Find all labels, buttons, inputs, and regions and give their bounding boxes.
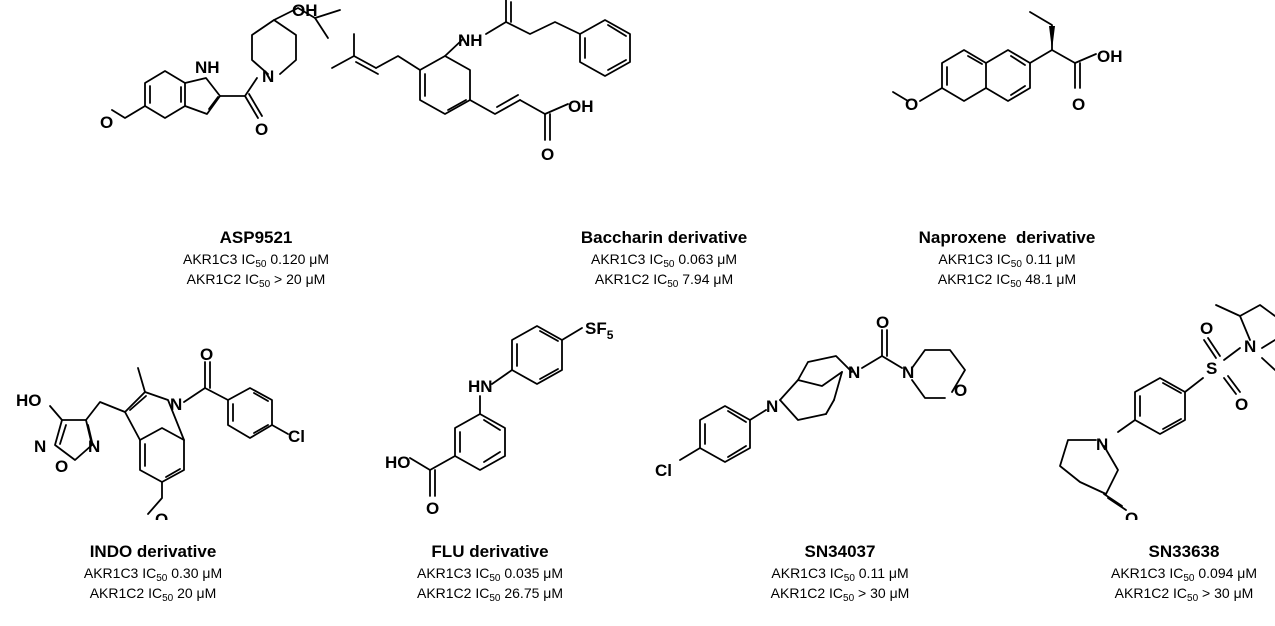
- atom-o: O: [876, 313, 889, 332]
- atom-oh: OH: [1097, 47, 1123, 66]
- atom-ho: HO: [16, 391, 42, 410]
- atom-n: N: [848, 363, 860, 382]
- compound-card-sn33638: SN33638 AKR1C3 IC50 0.094 μM AKR1C2 IC50…: [1110, 541, 1258, 604]
- akr1c3-ic50: AKR1C3 IC50 0.120 μM: [182, 251, 330, 270]
- compound-card-indo: INDO derivative AKR1C3 IC50 0.30 μM AKR1…: [83, 541, 223, 604]
- akr1c2-ic50: AKR1C2 IC50 26.75 μM: [416, 585, 564, 604]
- compound-name: ASP9521: [219, 228, 293, 247]
- atom-nh: NH: [195, 58, 220, 77]
- atom-o: O: [1200, 319, 1213, 338]
- atom-o: O: [200, 345, 213, 364]
- compound-name: Baccharin derivative: [580, 228, 748, 247]
- structure-sn33638: [1059, 304, 1275, 511]
- akr1c3-ic50: AKR1C3 IC50 0.094 μM: [1110, 565, 1258, 584]
- akr1c2-ic50: AKR1C2 IC50 20 μM: [89, 585, 217, 604]
- akr1c3-ic50: AKR1C3 IC50 0.063 μM: [590, 251, 738, 270]
- atom-o: O: [155, 510, 168, 520]
- compound-name: INDO derivative: [89, 542, 217, 561]
- atom-n: N: [88, 437, 100, 456]
- compound-card-naproxene: Naproxene derivative AKR1C3 IC50 0.11 μM…: [918, 227, 1096, 290]
- atom-o: O: [55, 457, 68, 476]
- atom-o: O: [954, 381, 967, 400]
- atom-n: N: [262, 67, 274, 86]
- akr1c2-ic50: AKR1C2 IC50 > 30 μM: [770, 585, 910, 604]
- atom-o: O: [500, 0, 513, 4]
- akr1c3-ic50: AKR1C3 IC50 0.30 μM: [83, 565, 223, 584]
- compound-card-asp9521: ASP9521 AKR1C3 IC50 0.120 μM AKR1C2 IC50…: [182, 227, 330, 290]
- compound-name: FLU derivative: [431, 542, 549, 561]
- akr1c3-ic50: AKR1C3 IC50 0.035 μM: [416, 565, 564, 584]
- structure-asp9521: [111, 7, 341, 119]
- atom-o: O: [1235, 395, 1248, 414]
- atom-o: O: [100, 113, 113, 132]
- atom-n: N: [1096, 435, 1108, 454]
- compound-name: SN34037: [804, 542, 876, 561]
- atom-nh: NH: [458, 31, 483, 50]
- atom-ho: HO: [385, 453, 411, 472]
- compound-card-sn34037: SN34037 AKR1C3 IC50 0.11 μM AKR1C2 IC50 …: [770, 541, 910, 604]
- structure-sn34037: [679, 329, 966, 463]
- atom-o: O: [255, 120, 268, 139]
- atom-cl: Cl: [655, 461, 672, 480]
- atom-o: O: [905, 95, 918, 114]
- atom-o: O: [426, 499, 439, 518]
- akr1c2-ic50: AKR1C2 IC50 > 30 μM: [1114, 585, 1254, 604]
- akr1c2-ic50: AKR1C2 IC50 7.94 μM: [594, 271, 734, 290]
- atom-o: O: [1072, 95, 1085, 114]
- atom-oh: OH: [568, 97, 594, 116]
- atom-n: N: [170, 395, 182, 414]
- structure-naproxene: [892, 11, 1097, 102]
- structure-baccharin: [331, 0, 631, 141]
- atom-n: N: [902, 363, 914, 382]
- atom-sf5: SF5: [585, 319, 614, 342]
- atom-hn: HN: [468, 377, 493, 396]
- akr1c2-ic50: AKR1C2 IC50 > 20 μM: [186, 271, 326, 290]
- atom-oh: OH: [292, 1, 318, 20]
- atom-n: N: [34, 437, 46, 456]
- compound-name: Naproxene derivative: [918, 228, 1096, 247]
- akr1c3-ic50: AKR1C3 IC50 0.11 μM: [771, 565, 909, 584]
- structure-flu: [409, 325, 583, 497]
- atom-cl: Cl: [288, 427, 305, 446]
- atom-n: N: [766, 397, 778, 416]
- structure-indo: [49, 361, 289, 515]
- compound-card-flu: FLU derivative AKR1C3 IC50 0.035 μM AKR1…: [416, 541, 564, 604]
- compound-name: SN33638: [1148, 542, 1220, 561]
- akr1c3-ic50: AKR1C3 IC50 0.11 μM: [938, 251, 1076, 270]
- akr1c2-ic50: AKR1C2 IC50 48.1 μM: [937, 271, 1077, 290]
- atom-o: O: [541, 145, 554, 164]
- chemical-structures: NH N O O OH NH O OH O O OH O HO N O N N …: [16, 0, 1275, 520]
- atom-s: S: [1206, 359, 1217, 378]
- atom-o: O: [1125, 509, 1138, 520]
- compound-card-baccharin: Baccharin derivative AKR1C3 IC50 0.063 μ…: [580, 227, 748, 290]
- atom-n: N: [1244, 337, 1256, 356]
